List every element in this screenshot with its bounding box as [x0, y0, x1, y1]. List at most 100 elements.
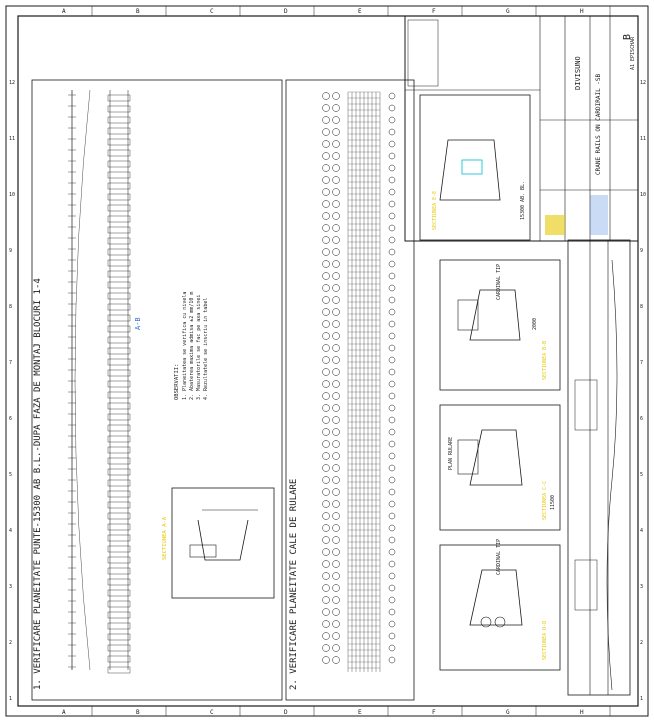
- plan-marker: [107, 611, 131, 619]
- rail-marker: [332, 308, 340, 316]
- rail-marker: [388, 152, 396, 160]
- rail-marker: [332, 116, 340, 124]
- grid-letter-top: F: [432, 8, 436, 15]
- section1-detail: SECTIUNEA A-A: [162, 487, 275, 599]
- rail-marker: [388, 236, 396, 244]
- rail-marker: [332, 632, 340, 640]
- plan-marker: [107, 633, 131, 641]
- plan-marker: [107, 446, 131, 454]
- section-c-detail: SECTIUNEA C-C PLAN RULARE 11500: [439, 404, 561, 531]
- rail-marker: [332, 548, 340, 556]
- rail-marker: [332, 500, 340, 508]
- rail-marker: [332, 428, 340, 436]
- plan-marker: [107, 402, 131, 410]
- rail-marker: [332, 296, 340, 304]
- rail-marker: [388, 308, 396, 316]
- plan-marker: [107, 567, 131, 575]
- rail-marker: [388, 140, 396, 148]
- section-d-detail: SECTIUNEA D-D CARDINAL TIP: [439, 539, 561, 671]
- rail-marker: [322, 332, 330, 340]
- rail-marker: [388, 608, 396, 616]
- rail-marker: [388, 116, 396, 124]
- rail-marker: [388, 572, 396, 580]
- plan-marker: [107, 589, 131, 597]
- rail-marker: [388, 644, 396, 652]
- rail-marker: [332, 572, 340, 580]
- grid-letter-bottom: B: [136, 709, 140, 716]
- rail-marker: [322, 656, 330, 664]
- plan-marker: [107, 193, 131, 201]
- plan-marker: [107, 292, 131, 300]
- plan-marker: [107, 435, 131, 443]
- section-d-label: SECTIUNEA D-D: [542, 621, 548, 660]
- title-block-revision: B: [622, 34, 633, 40]
- plan-marker: [107, 336, 131, 344]
- plan-marker: [107, 380, 131, 388]
- rail-marker: [322, 92, 330, 100]
- plan-marker: [107, 204, 131, 212]
- plan-marker: [107, 534, 131, 542]
- plan-marker: [107, 468, 131, 476]
- rail-marker: [332, 596, 340, 604]
- rail-marker: [332, 656, 340, 664]
- rail-marker: [322, 260, 330, 268]
- grid-letter-top: H: [580, 8, 584, 15]
- rail-marker: [322, 200, 330, 208]
- plan-marker: [107, 248, 131, 256]
- dim-1: 2000: [532, 318, 538, 330]
- plan-marker: [107, 303, 131, 311]
- rail-marker: [322, 128, 330, 136]
- plan-marker: [107, 655, 131, 663]
- rail-marker: [388, 596, 396, 604]
- grid-number-right: 3: [640, 584, 643, 590]
- notes-line-2: 2. Abaterea maxima admisa ±2 mm/10 m: [189, 292, 195, 400]
- rail-marker: [332, 608, 340, 616]
- rail-marker: [322, 428, 330, 436]
- rail-marker: [388, 500, 396, 508]
- grid-number-left: 8: [9, 304, 12, 310]
- rail-marker: [388, 488, 396, 496]
- rail-marker: [332, 236, 340, 244]
- rail-marker: [388, 464, 396, 472]
- grid-letter-top: B: [136, 8, 140, 15]
- rail-marker: [332, 188, 340, 196]
- rail-marker: [332, 176, 340, 184]
- plan-marker: [107, 259, 131, 267]
- rail-marker: [332, 284, 340, 292]
- rail-marker: [332, 584, 340, 592]
- rail-marker: [322, 452, 330, 460]
- rail-marker: [322, 488, 330, 496]
- plan-marker: [107, 369, 131, 377]
- grid-number-right: 11: [640, 136, 646, 142]
- plan-marker: [107, 215, 131, 223]
- label-cardinal-2: CARDINAL TIP: [496, 539, 502, 575]
- rail-marker: [332, 644, 340, 652]
- rail-marker: [322, 224, 330, 232]
- rail-marker: [388, 452, 396, 460]
- grid-number-left: 6: [9, 416, 12, 422]
- plan-marker: [107, 226, 131, 234]
- plan-marker: [107, 622, 131, 630]
- section2-title: 2. VERIFICARE PLANEITATE CALE DE RULARE: [289, 479, 299, 690]
- rail-marker: [322, 188, 330, 196]
- rail-marker: [322, 608, 330, 616]
- rail-marker: [322, 536, 330, 544]
- rail-marker: [322, 320, 330, 328]
- plan-marker: [107, 600, 131, 608]
- plan-marker: [107, 512, 131, 520]
- notes-line-4: 4. Rezultatele se inscriu in tabel: [203, 298, 209, 400]
- plan-marker: [107, 105, 131, 113]
- plan-marker: [107, 501, 131, 509]
- notes-line-1: 1. Planeitatea se verifica cu nivela: [182, 292, 188, 400]
- inner-frame: [17, 15, 639, 707]
- plan-marker: [107, 545, 131, 553]
- rail-marker: [332, 368, 340, 376]
- plan-marker: [107, 479, 131, 487]
- section-c-label: SECTIUNEA C-C: [542, 481, 548, 520]
- plan-marker: [107, 149, 131, 157]
- plan-marker: [107, 358, 131, 366]
- grid-number-right: 8: [640, 304, 643, 310]
- rail-marker: [332, 164, 340, 172]
